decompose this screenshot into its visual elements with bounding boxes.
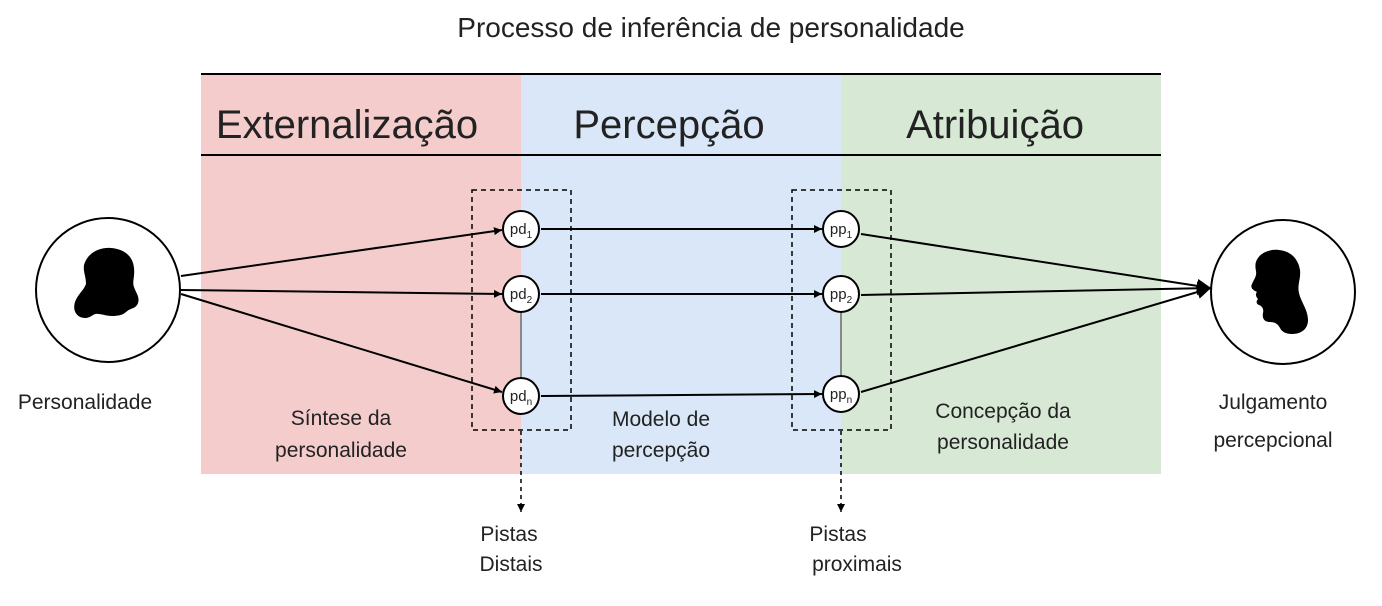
caption-percepcao-line2: percepção xyxy=(612,439,710,462)
phase-label-percepcao: Percepção xyxy=(573,103,764,147)
phase-label-externalizacao: Externalização xyxy=(216,103,478,147)
node-pd1: pd1 xyxy=(502,210,540,248)
svg-text:pdn: pdn xyxy=(510,388,532,408)
node-pd1-sub: 1 xyxy=(527,230,533,241)
personality-label: Personalidade xyxy=(18,391,152,414)
phase-atribuicao-band xyxy=(841,74,1161,474)
svg-text:pd2: pd2 xyxy=(510,286,533,306)
node-pd2-base: pd xyxy=(510,286,527,303)
node-ppn-base: pp xyxy=(830,386,847,403)
arrow-pdn-to-ppn xyxy=(540,390,823,399)
node-pp2-sub: 2 xyxy=(847,295,853,306)
node-pd1-base: pd xyxy=(510,221,527,238)
proximal-cues-group-box xyxy=(791,189,892,431)
caption-atribuicao-line1: Concepção da xyxy=(935,400,1071,423)
node-pdn-sub: n xyxy=(527,397,533,408)
personality-actor xyxy=(35,217,181,363)
diagram-title: Processo de inferência de personalidade xyxy=(457,12,964,43)
node-pd2-sub: 2 xyxy=(527,295,533,306)
svg-text:pp1: pp1 xyxy=(830,221,853,241)
arrow-personality-to-pd1 xyxy=(180,227,503,277)
node-ppn: ppn xyxy=(822,375,860,413)
perceptual-judgment-actor xyxy=(1210,219,1356,365)
caption-atribuicao-line2: personalidade xyxy=(937,431,1069,454)
node-pdn-base: pd xyxy=(510,388,527,405)
distal-cues-label-line2: Distais xyxy=(479,553,542,576)
head-silhouette-icon xyxy=(74,247,139,318)
node-pp2-base: pp xyxy=(830,286,847,303)
proximal-cues-label-line1: Pistas xyxy=(809,523,866,546)
phase-percepcao-band xyxy=(521,74,841,474)
proximal-cues-label-line2: proximais xyxy=(812,553,902,576)
caption-externalizacao-line2: personalidade xyxy=(275,439,407,462)
judgment-label-line2: percepcional xyxy=(1213,429,1332,452)
svg-text:pp2: pp2 xyxy=(830,286,853,306)
node-ppn-sub: n xyxy=(847,395,853,406)
head-silhouette-icon xyxy=(1251,249,1308,334)
caption-percepcao-line1: Modelo de xyxy=(612,408,710,431)
node-pd2: pd2 xyxy=(502,275,540,313)
node-pp1-sub: 1 xyxy=(847,230,853,241)
arrow-pp2-to-judgment xyxy=(860,281,1212,296)
caption-externalizacao-line1: Síntese da xyxy=(291,407,392,430)
judgment-label-line1: Julgamento xyxy=(1219,391,1328,414)
arrow-pp1-to-judgment xyxy=(860,233,1212,293)
distal-cues-label-line1: Pistas xyxy=(480,523,537,546)
node-pp1-base: pp xyxy=(830,221,847,238)
arrow-personality-to-pdn xyxy=(180,293,503,394)
svg-text:pd1: pd1 xyxy=(510,221,533,241)
svg-text:ppn: ppn xyxy=(830,386,852,406)
arrow-ppn-to-judgment xyxy=(860,285,1212,393)
phase-externalizacao-band xyxy=(201,74,521,474)
node-pdn: pdn xyxy=(502,377,540,415)
distal-cues-group-box xyxy=(471,189,572,431)
node-pp2: pp2 xyxy=(822,275,860,313)
arrow-personality-to-pd2 xyxy=(180,289,503,298)
phase-label-atribuicao: Atribuição xyxy=(906,103,1084,147)
node-pp1: pp1 xyxy=(822,210,860,248)
